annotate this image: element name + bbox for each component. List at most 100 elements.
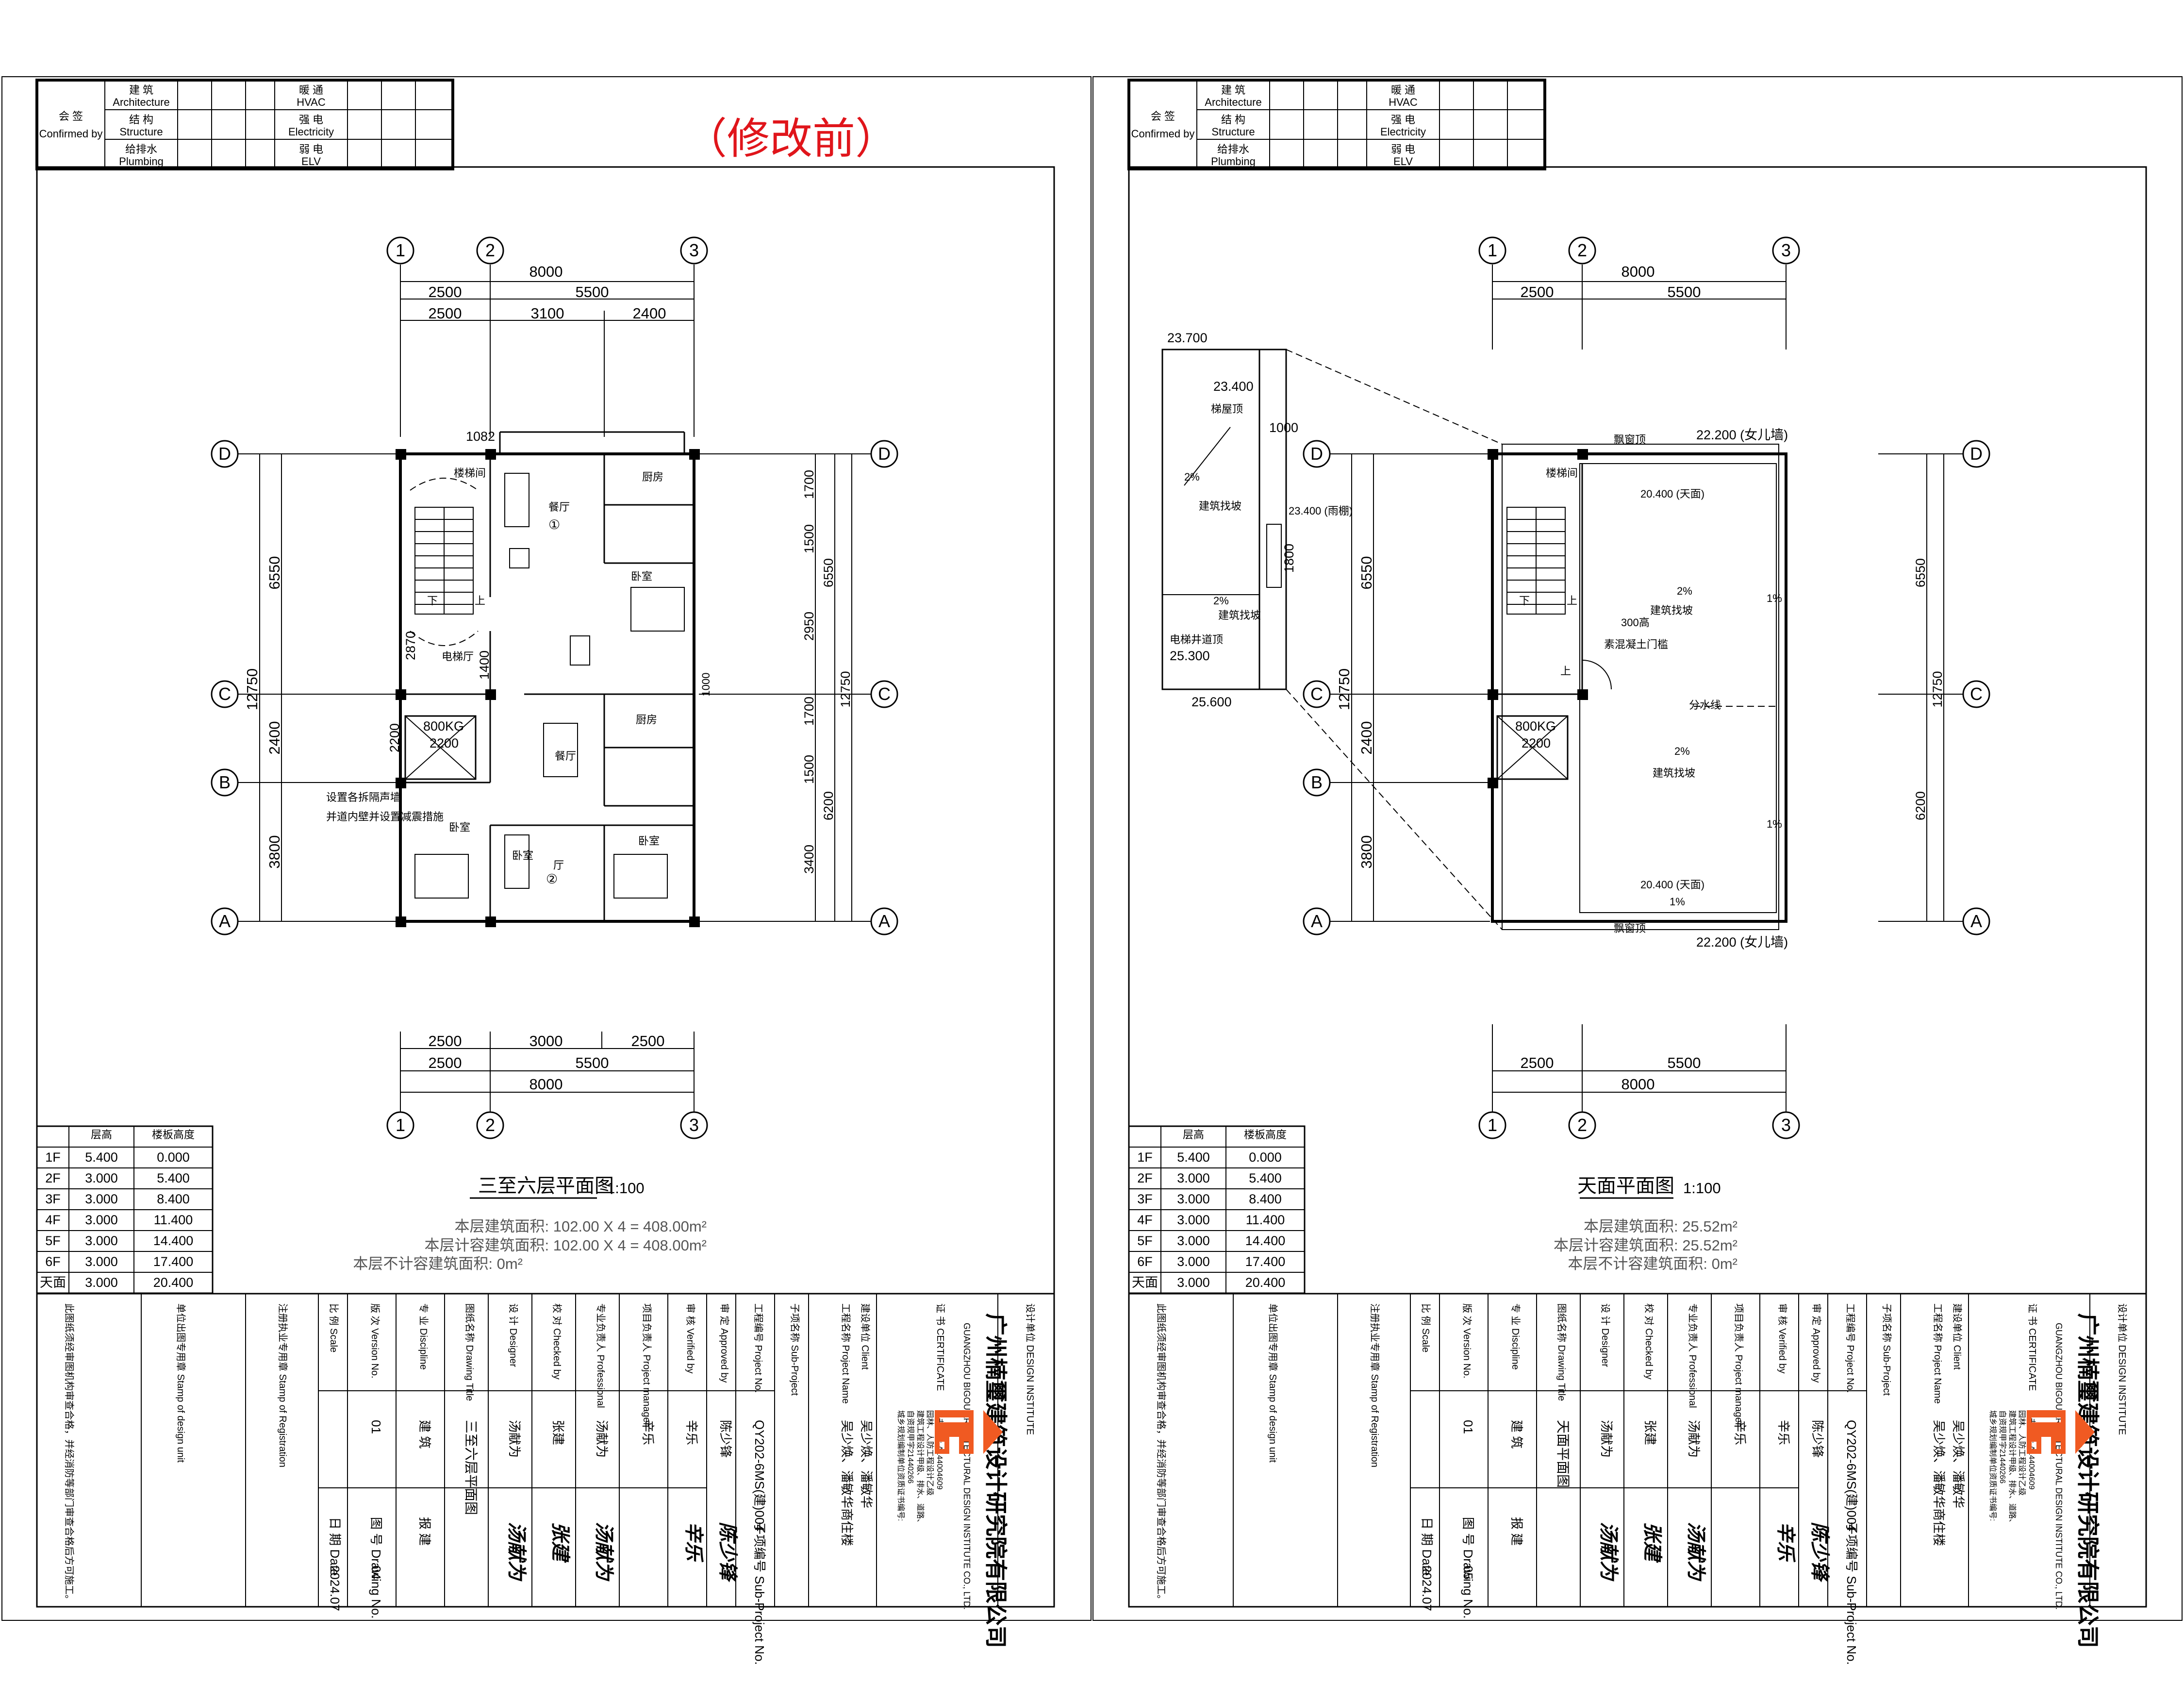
roof-label: 上 — [1560, 665, 1571, 677]
tb-stamp-reg: 注册执业专用章 Stamp of Registration — [277, 1303, 288, 1467]
dim-misc: 1082 — [466, 429, 495, 444]
level-cell: 20.400 — [1245, 1275, 1286, 1290]
dim-bot-4: 2500 — [429, 1054, 462, 1071]
dim-left-1: 6550 — [266, 556, 283, 590]
revision-stamp: （修改前） — [684, 114, 898, 164]
axis-marker — [680, 1111, 708, 1139]
room-label: 卧室 — [638, 835, 660, 847]
plan-scale: 1:100 — [1683, 1180, 1721, 1197]
level-header: 层高 — [91, 1129, 112, 1141]
confirm-struct: 结 构 — [129, 114, 153, 126]
axis-label: 3 — [1781, 1115, 1791, 1135]
confirm-arch: 建 筑 — [1221, 84, 1245, 96]
tb-designer: 汤献为 — [507, 1420, 522, 1458]
confirm-elec-en: Electricity — [288, 126, 334, 138]
confirm-elec: 强 电 — [1391, 114, 1415, 126]
level-cell: 5F — [45, 1233, 61, 1248]
level-cell: 5.400 — [1177, 1150, 1210, 1165]
axis-label: 1 — [1488, 1115, 1497, 1135]
unit-number: ① — [548, 517, 560, 532]
level-table-left: 层高 楼板高度 1F 5.400 0.000 2F 3.000 5.400 3F… — [36, 1125, 214, 1294]
level-cell: 4F — [45, 1213, 61, 1227]
confirm-plumb: 给排水 — [125, 143, 157, 155]
confirm-plumb-en: Plumbing — [1211, 155, 1256, 167]
plan-title: 三至六层平面图 — [478, 1175, 614, 1197]
left-floor-plan: 8000 2500 5500 2500 3100 2400 1 2 3 1 2 … — [211, 236, 898, 1272]
plan-title: 天面平面图 — [1577, 1175, 1674, 1197]
tb-drawing-title-label: 图纸名称 Drawing Title — [464, 1303, 475, 1401]
area-line: 本层不计容建筑面积: 0m² — [353, 1255, 523, 1272]
level-header: 楼板高度 — [1244, 1129, 1287, 1141]
tb-client: 吴少焕、潘敏华 — [859, 1420, 874, 1508]
dim-right-3: 2950 — [802, 612, 816, 641]
level-cell: 3.000 — [85, 1233, 118, 1248]
tb-stamp-unit: 单位出图专用章 Stamp of design unit — [1267, 1303, 1278, 1463]
axis-label: C — [1970, 684, 1983, 704]
axis-label: A — [1970, 911, 1982, 931]
signature: 陈少锋 — [717, 1522, 738, 1582]
tb-project-no: QY202-6MS(建)004 — [752, 1420, 767, 1532]
room-label: 厨房 — [642, 471, 663, 483]
level-cell: 20.400 — [153, 1275, 194, 1290]
axis-label: 1 — [1488, 240, 1497, 260]
dim-left-3: 3800 — [1358, 835, 1375, 869]
company-logo — [935, 1410, 1003, 1454]
axis-label: A — [878, 911, 890, 931]
dim-right-8: 6200 — [821, 791, 836, 820]
tb-verified: 辛乐 — [1776, 1420, 1791, 1445]
confirm-elec-en: Electricity — [1380, 126, 1426, 138]
level-cell: 17.400 — [1245, 1254, 1286, 1269]
axis-marker — [1478, 236, 1506, 265]
room-label: 卧室 — [449, 821, 470, 833]
tb-project-no-label: 工程编号 Project No. — [753, 1303, 764, 1393]
dim-misc: 2870 — [403, 631, 418, 660]
dim-top-2: 5500 — [1668, 283, 1701, 300]
tb-verified-label: 审 核 Verified by — [685, 1303, 696, 1374]
section-label: 电梯井道顶 — [1170, 633, 1223, 646]
tb-version: 01 — [369, 1420, 383, 1434]
level-cell: 2F — [45, 1171, 61, 1185]
tb-cert-line: 城乡规划编制单位资质证书编号: — [1988, 1410, 1997, 1521]
roof-label: 上 — [1567, 595, 1577, 607]
tb-drawing-no-label: 图 号 Drawing No. — [369, 1517, 383, 1619]
section-label: 23.700 — [1167, 331, 1208, 345]
confirm-hvac-en: HVAC — [1389, 96, 1418, 108]
roof-label: 建筑找坡 — [1653, 767, 1695, 779]
dim-right-total: 12750 — [1930, 671, 1945, 707]
dim-left-1: 6550 — [1358, 556, 1375, 590]
tb-discipline-label: 专 业 Discipline — [1510, 1303, 1521, 1370]
dim-right-4: 1700 — [802, 697, 816, 726]
company-logo — [2027, 1410, 2095, 1454]
level-cell: 5.400 — [1249, 1171, 1282, 1185]
level-cell: 5.400 — [85, 1150, 118, 1165]
level-cell: 天面 — [1132, 1275, 1158, 1290]
signature: 辛乐 — [1775, 1522, 1796, 1563]
signature: 汤献为 — [1685, 1522, 1706, 1582]
roof-label: 2200 — [1522, 736, 1551, 750]
section-label: 23.400 (雨棚) — [1289, 505, 1353, 517]
axis-label: D — [1970, 444, 1983, 464]
tb-checked-label: 校 对 Checked by — [551, 1303, 563, 1380]
tb-discipline: 建 筑 — [417, 1420, 432, 1449]
level-cell: 5F — [1137, 1233, 1153, 1248]
dim-right-1: 1700 — [802, 470, 816, 499]
level-cell: 11.400 — [154, 1213, 193, 1227]
confirm-struct-en: Structure — [1211, 126, 1255, 138]
axis-marker — [386, 236, 414, 265]
level-cell: 3.000 — [85, 1275, 118, 1290]
dim-right-6: 3400 — [802, 845, 816, 874]
tb-project-label: 工程名称 Project Name — [840, 1303, 851, 1404]
level-cell: 3.000 — [1177, 1192, 1210, 1206]
tb-stage: 报 建 — [417, 1517, 432, 1546]
axis-marker — [1568, 1111, 1596, 1139]
roof-label: 2% — [1674, 745, 1690, 757]
signature: 汤献为 — [1598, 1522, 1619, 1582]
tb-note: 此图纸须经审图机构审查合格，并经消防等部门审查合格后方可施工。 — [64, 1303, 75, 1604]
axis-label: C — [1310, 684, 1323, 704]
level-cell: 0.000 — [1249, 1150, 1282, 1165]
axis-label: C — [218, 684, 231, 704]
dim-misc: 1400 — [477, 650, 492, 680]
dim-top-3: 2500 — [429, 305, 462, 322]
tb-version: 01 — [1461, 1420, 1475, 1434]
